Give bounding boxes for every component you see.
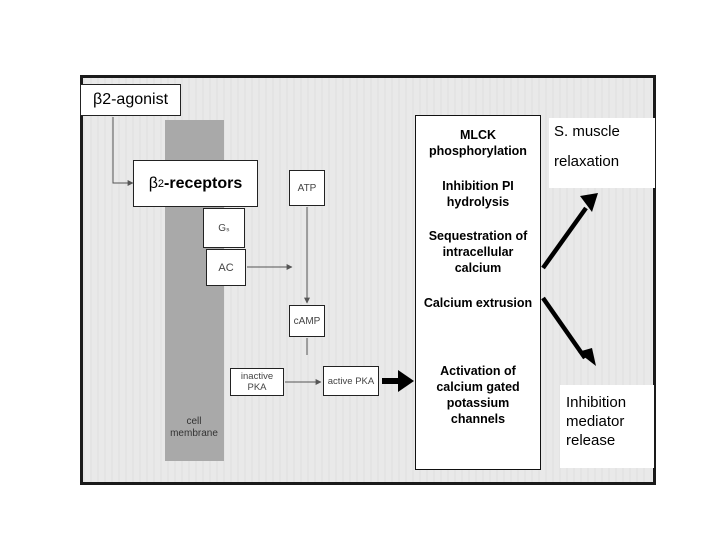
gs-label: Gₛ <box>218 222 230 234</box>
effects-box <box>415 115 541 470</box>
relaxation-line-1: S. muscle <box>554 123 620 140</box>
effect-calcium-extrusion: Calcium extrusion <box>423 296 533 310</box>
adenylate-cyclase-box: AC <box>206 249 246 286</box>
active-pka-label: active PKA <box>327 375 375 387</box>
atp-label: ATP <box>297 182 317 194</box>
effect-sequestration-calcium: Sequestration of intracellular calcium <box>428 229 528 275</box>
effect-inhibition-pi-hydrolysis: Inhibition PI hydrolysis <box>442 179 514 209</box>
cell-membrane-label: cell membrane <box>170 416 218 439</box>
receptors-label: -receptors <box>164 174 243 192</box>
active-pka-box: active PKA <box>323 366 379 396</box>
smooth-muscle-relaxation-label: S. muscle relaxation <box>549 118 655 188</box>
ac-label: AC <box>218 261 234 274</box>
atp-box: ATP <box>289 170 325 206</box>
beta2-agonist-box: β2-agonist <box>80 84 181 116</box>
effect-mlck-phosphorylation: MLCK phosphorylation <box>429 128 527 158</box>
inactive-pka-box: inactive PKA <box>230 368 284 396</box>
inactive-pka-label: inactive PKA <box>240 371 274 393</box>
receptor-subscript: 2 <box>157 177 165 190</box>
relaxation-line-2: relaxation <box>554 153 620 170</box>
gs-protein-box: Gₛ <box>203 208 245 248</box>
effect-potassium-channels: Activation of calcium gated potassium ch… <box>436 364 520 426</box>
beta2-agonist-label: β2-agonist <box>92 91 169 108</box>
camp-label: cAMP <box>293 315 321 327</box>
camp-box: cAMP <box>289 305 325 337</box>
receptor-beta-symbol: β <box>148 174 158 192</box>
inhibition-mediator-release-label: Inhibition mediator release <box>560 385 654 468</box>
